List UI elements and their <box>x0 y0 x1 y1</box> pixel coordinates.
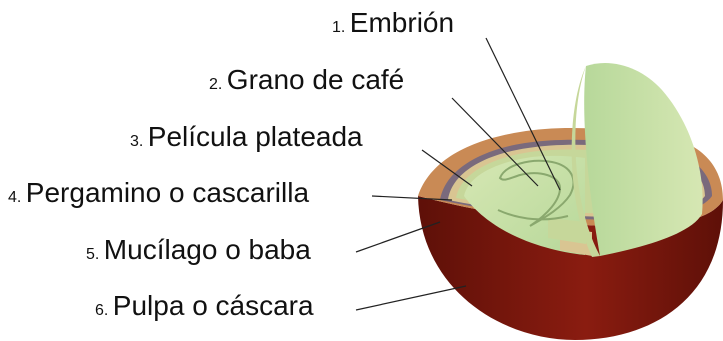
leader-line-mucilago <box>355 221 441 253</box>
label-number: 5. <box>86 246 100 263</box>
coffee-bean-half-raised <box>584 63 703 256</box>
embryo <box>498 159 575 227</box>
label-number: 2. <box>209 76 223 93</box>
label-number: 3. <box>130 133 144 150</box>
label-text: Grano de café <box>226 64 405 95</box>
label-text: Pergamino o cascarilla <box>25 177 310 208</box>
label-pelicula-plateada: 3. Película plateada <box>130 123 363 151</box>
label-number: 1. <box>332 19 346 36</box>
label-number: 6. <box>95 302 109 319</box>
bean-split-groove <box>497 209 569 221</box>
label-pulpa-o-cascara: 6. Pulpa o cáscara <box>95 292 314 320</box>
leader-line-embrion <box>485 37 561 191</box>
bean-step-inner <box>548 218 586 244</box>
label-mucilago-o-baba: 5. Mucílago o baba <box>86 236 311 264</box>
label-text: Mucílago o baba <box>103 234 311 265</box>
coffee-bean-half-edge <box>571 66 600 257</box>
leader-line-pergamino <box>371 195 453 201</box>
label-text: Pulpa o cáscara <box>112 290 314 321</box>
leader-line-pulpa <box>355 285 467 311</box>
label-number: 4. <box>8 189 22 206</box>
label-text: Película plateada <box>147 121 363 152</box>
leader-line-pelicula <box>421 149 473 187</box>
leader-line-grano <box>451 97 539 187</box>
label-grano-de-cafe: 2. Grano de café <box>209 66 404 94</box>
label-text: Embrión <box>349 7 455 38</box>
label-embrion: 1. Embrión <box>332 9 454 37</box>
label-pergamino-o-cascarilla: 4. Pergamino o cascarilla <box>8 179 309 207</box>
